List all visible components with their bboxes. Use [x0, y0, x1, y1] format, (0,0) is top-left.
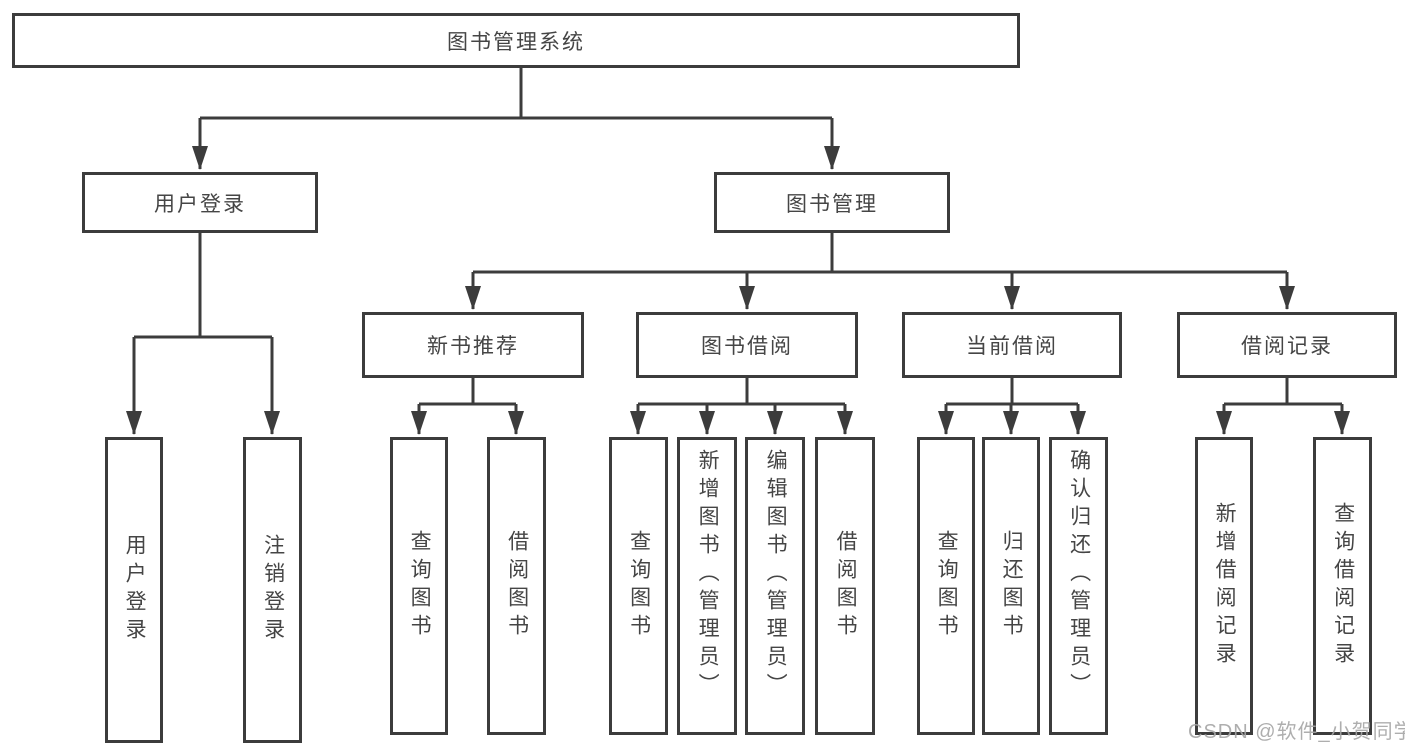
node-leaf-return-books-label: 归还图书 [1000, 530, 1024, 642]
node-new-book-recommend: 新书推荐 [362, 312, 584, 378]
node-leaf-query-books-2-label: 查询图书 [627, 530, 651, 642]
node-leaf-borrow-books-1-label: 借阅图书 [505, 530, 529, 642]
node-leaf-logout-label: 注销登录 [261, 534, 285, 646]
node-user-login-branch-label: 用户登录 [154, 192, 246, 216]
node-root: 图书管理系统 [12, 13, 1020, 68]
node-leaf-query-borrow-record-label: 查询借阅记录 [1331, 502, 1355, 670]
node-new-book-recommend-label: 新书推荐 [427, 335, 519, 358]
node-leaf-query-books-3: 查询图书 [917, 437, 975, 735]
node-leaf-borrow-books-2: 借阅图书 [815, 437, 875, 735]
node-root-label: 图书管理系统 [447, 30, 585, 54]
node-leaf-borrow-books-2-label: 借阅图书 [834, 530, 858, 642]
node-current-borrowing-label: 当前借阅 [966, 335, 1058, 358]
node-leaf-confirm-return-admin: 确认归还（管理员） [1049, 437, 1108, 735]
node-leaf-logout: 注销登录 [243, 437, 302, 743]
node-leaf-edit-books-admin: 编辑图书（管理员） [745, 437, 805, 735]
node-leaf-add-books-admin-label: 新增图书（管理员） [696, 449, 720, 701]
node-leaf-add-books-admin: 新增图书（管理员） [677, 437, 737, 735]
csdn-watermark: CSDN @软件_小贺同学 [1188, 721, 1405, 743]
node-leaf-user-login: 用户登录 [105, 437, 163, 743]
node-leaf-query-borrow-record: 查询借阅记录 [1313, 437, 1372, 735]
node-current-borrowing: 当前借阅 [902, 312, 1122, 378]
node-book-management-label: 图书管理 [786, 192, 878, 216]
node-leaf-query-books-1-label: 查询图书 [408, 530, 432, 642]
node-leaf-query-books-3-label: 查询图书 [935, 530, 959, 642]
node-leaf-add-borrow-record: 新增借阅记录 [1195, 437, 1253, 735]
node-leaf-query-books-1: 查询图书 [390, 437, 448, 735]
node-leaf-confirm-return-admin-label: 确认归还（管理员） [1067, 449, 1091, 701]
node-borrowing-records: 借阅记录 [1177, 312, 1397, 378]
node-user-login-branch: 用户登录 [82, 172, 318, 233]
node-leaf-return-books: 归还图书 [982, 437, 1040, 735]
node-book-borrowing-label: 图书借阅 [701, 335, 793, 358]
node-leaf-borrow-books-1: 借阅图书 [487, 437, 546, 735]
node-leaf-user-login-label: 用户登录 [123, 534, 147, 646]
node-leaf-edit-books-admin-label: 编辑图书（管理员） [764, 449, 788, 701]
node-leaf-add-borrow-record-label: 新增借阅记录 [1213, 502, 1237, 670]
node-book-management: 图书管理 [714, 172, 950, 233]
node-borrowing-records-label: 借阅记录 [1241, 335, 1333, 358]
node-book-borrowing: 图书借阅 [636, 312, 858, 378]
node-leaf-query-books-2: 查询图书 [609, 437, 668, 735]
